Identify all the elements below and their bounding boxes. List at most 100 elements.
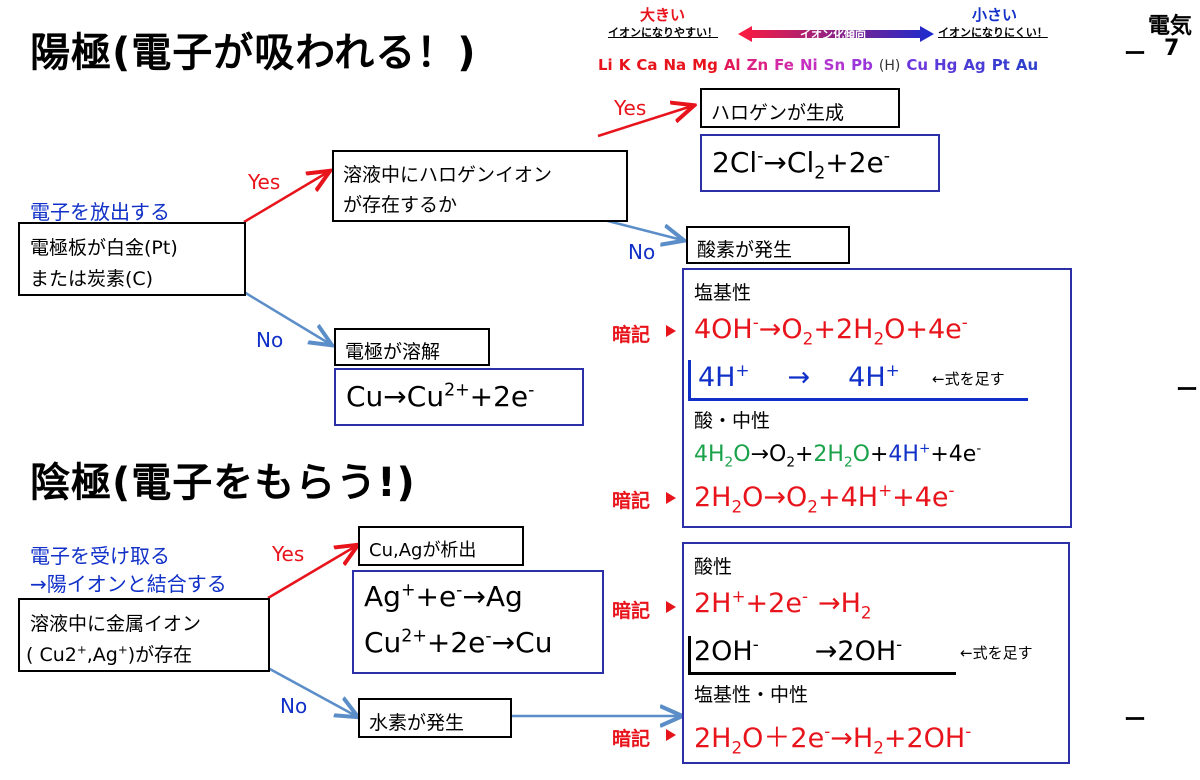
halogen-equation-box: 2Cl-→Cl2+2e-: [700, 134, 940, 192]
cathode-add-note: ←式を足す: [960, 644, 1033, 662]
question-no-arrow: [603, 218, 682, 240]
anode-add-line: 4H+→4H+: [698, 360, 900, 393]
copper-deposit-equation: Cu2++2e-→Cu: [364, 626, 553, 659]
right-dash-bottom: ー: [1124, 708, 1147, 733]
anode-basic-equation: 4OH-→O2+2H2O+4e-: [694, 312, 968, 349]
cathode-yes-arrow: [267, 546, 356, 600]
element-Cu: Cu: [906, 56, 929, 74]
metal-ion-box: 溶液中に金属イオン ( Cu2+,Ag+)が存在: [18, 598, 270, 672]
deposit-text: Cu,Agが析出: [369, 540, 477, 561]
memo-marker-2: [666, 492, 676, 504]
question-line2: が存在するか: [343, 194, 458, 216]
question-line1: 溶液中にハロゲンイオン: [343, 164, 553, 186]
copper-equation: Cu→Cu2++2e-: [346, 380, 535, 413]
ionization-large-label: 大きい: [640, 6, 686, 24]
element-Fe: Fe: [774, 56, 794, 74]
anode-neutral-title: 酸・中性: [694, 410, 771, 432]
question-no-label: No: [628, 240, 656, 264]
ionization-series: Li K Ca Na Mg Al Zn Fe Ni Sn Pb (H) Cu Hg Ag Pt Au: [598, 56, 1044, 74]
cathode-bracket-vertical: [688, 636, 691, 674]
halogen-generated-box: ハロゲンが生成: [700, 88, 900, 128]
element-Na: Na: [663, 56, 687, 74]
cathode-memo-2: 暗記: [612, 728, 651, 750]
ionization-large-sub: イオンになりやすい！: [608, 26, 718, 39]
electrode-dissolve-text: 電極が溶解: [345, 341, 441, 363]
corner-number: 7: [1164, 36, 1180, 61]
cathode-acid-equation: 2H++2e-→H2: [694, 586, 872, 623]
element-Mg: Mg: [692, 56, 718, 74]
ionization-small-sub: イオンになりにくい！: [938, 26, 1048, 39]
element-Li: Li: [598, 56, 613, 74]
element-Hg: Hg: [934, 56, 958, 74]
deposit-equation-box: Ag++e-→Ag Cu2++2e-→Cu: [352, 570, 604, 674]
cathode-bracket-horizontal: [688, 672, 956, 675]
anode-no-label: No: [256, 328, 284, 352]
oxygen-generated-text: 酸素が発生: [697, 239, 793, 261]
question-yes-label: Yes: [614, 96, 647, 120]
anode-add-note: ←式を足す: [932, 370, 1005, 388]
ionization-middle-label: イオン化傾向: [800, 28, 866, 41]
anode-reactions-box: 塩基性 4OH-→O2+2H2O+4e- 4H+→4H+ ←式を足す 酸・中性 …: [682, 268, 1072, 528]
memo-marker-4: [666, 729, 676, 741]
receive-electrons-label-2: →陽イオンと結合する: [30, 572, 227, 596]
cathode-yes-label: Yes: [272, 542, 305, 566]
silver-equation: Ag++e-→Ag: [364, 580, 523, 613]
halogen-generated-text: ハロゲンが生成: [711, 102, 845, 124]
cathode-title: 陰極(電子をもらう!): [30, 460, 416, 506]
cathode-reactions-box: 酸性 2H++2e-→H2 2OH-→2OH- ←式を足す 塩基性・中性 2H2…: [682, 542, 1070, 764]
metal-ion-line1: 溶液中に金属イオン: [30, 613, 202, 635]
cathode-basic-title: 塩基性・中性: [694, 684, 809, 706]
cathode-basic-equation: 2H2O＋2e-→H2+2OH-: [694, 721, 972, 758]
cathode-no-arrow: [267, 666, 356, 716]
element-Ni: Ni: [799, 56, 818, 74]
question-yes-arrow: [597, 106, 692, 138]
element-Pb: Pb: [851, 56, 873, 74]
halogen-question-box: 溶液中にハロゲンイオン が存在するか: [332, 150, 628, 222]
hydrogen-generated-text: 水素が発生: [369, 712, 465, 734]
element-Sn: Sn: [823, 56, 846, 74]
metal-ion-line2: ( Cu2+,Ag+)が存在: [26, 642, 193, 666]
halogen-equation: 2Cl-→Cl2+2e-: [712, 146, 891, 184]
cathode-add-line: 2OH-→2OH-: [694, 634, 903, 667]
cathode-memo-1: 暗記: [612, 600, 651, 622]
anode-yes-label: Yes: [248, 170, 281, 194]
copper-equation-box: Cu→Cu2++2e-: [334, 368, 584, 426]
emit-electrons-label: 電子を放出する: [30, 200, 170, 224]
element-Au: Au: [1015, 56, 1039, 74]
cathode-no-label: No: [280, 694, 308, 718]
corner-dash: ー: [1124, 42, 1147, 67]
anode-yes-arrow: [243, 172, 328, 224]
deposit-box: Cu,Agが析出: [358, 526, 524, 566]
ionization-arrow: [738, 26, 934, 42]
oxygen-generated-box: 酸素が発生: [686, 226, 850, 264]
anode-title: 陽極(電子が吸われる！): [30, 30, 477, 76]
anode-basic-title: 塩基性: [694, 282, 752, 304]
element-K: K: [618, 56, 631, 74]
electrode-line1: 電極板が白金(Pt): [30, 237, 178, 259]
electrode-line2: または炭素(C): [30, 268, 154, 290]
anode-neutral-equation-2: 2H2O→O2+4H++4e-: [694, 480, 955, 517]
element-Al: Al: [723, 56, 741, 74]
anode-memo-2: 暗記: [612, 490, 651, 512]
electrode-box: 電極板が白金(Pt) または炭素(C): [18, 222, 246, 296]
add-bracket-vertical: [688, 360, 691, 400]
memo-marker-3: [666, 601, 676, 613]
cathode-acid-title: 酸性: [694, 556, 733, 578]
electrode-dissolve-box: 電極が溶解: [334, 328, 490, 366]
hydrogen-generated-box: 水素が発生: [358, 698, 512, 738]
receive-electrons-label-1: 電子を受け取る: [30, 544, 170, 568]
anode-neutral-equation-1: 4H2O→O2+2H2O+4H++4e-: [694, 440, 982, 471]
right-dash-mid: ー: [1176, 378, 1199, 403]
element-Ag: Ag: [963, 56, 986, 74]
add-bracket-horizontal: [688, 398, 1028, 401]
anode-memo-1: 暗記: [612, 324, 651, 346]
memo-marker-1: [666, 325, 676, 337]
anode-no-arrow: [243, 290, 330, 344]
element-Zn: Zn: [746, 56, 769, 74]
ionization-small-label: 小さい: [972, 6, 1018, 24]
element-H: (H): [878, 58, 901, 74]
element-Pt: Pt: [991, 56, 1010, 74]
element-Ca: Ca: [636, 56, 658, 74]
corner-label: 電気: [1148, 14, 1193, 39]
